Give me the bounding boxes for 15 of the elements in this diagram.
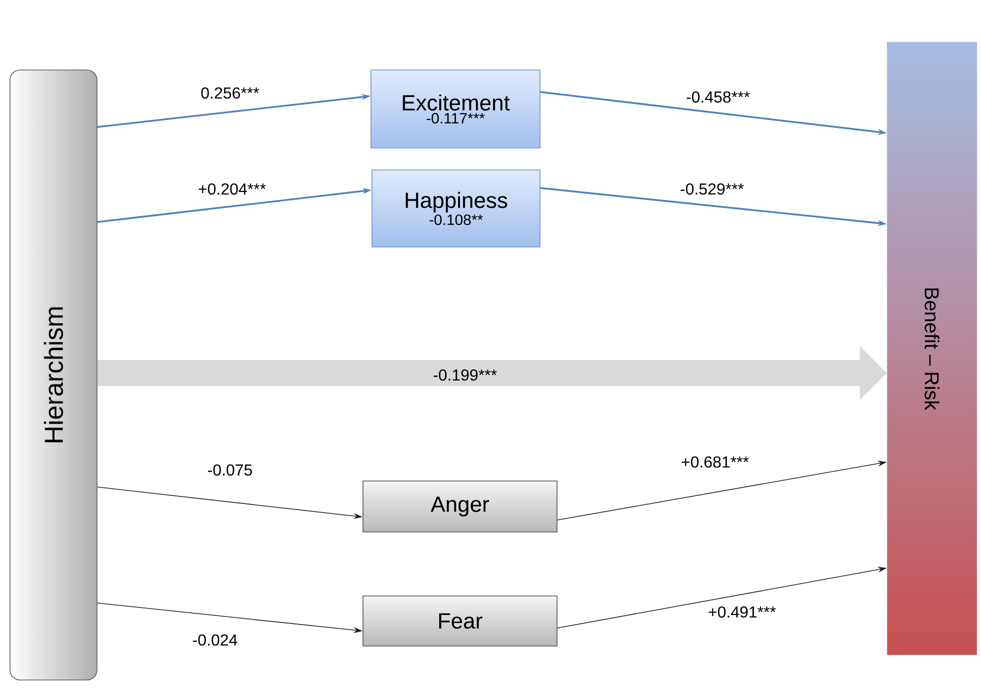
edge-label: -0.529*** — [679, 182, 746, 196]
outcome-bar: Benefit – Risk — [886, 42, 978, 656]
edge-label: +0.681*** — [680, 455, 750, 469]
emotion-box: Happiness -0.108** — [372, 170, 540, 248]
edge-label: -0.075 — [206, 463, 254, 477]
emotion-box: Excitement -0.117*** — [370, 70, 540, 148]
edge-label: -0.199*** — [432, 368, 498, 382]
edge-label: -0.024 — [191, 633, 239, 647]
emotion-box: Anger — [362, 480, 558, 532]
edge-label: +0.204*** — [196, 182, 268, 196]
factor-box: Hierarchism — [10, 70, 98, 680]
emotion-box: Fear — [362, 596, 558, 646]
edge-label: -0.458*** — [685, 90, 752, 104]
edge-label: 0.256*** — [200, 86, 260, 100]
edge-label: +0.491*** — [706, 605, 778, 619]
